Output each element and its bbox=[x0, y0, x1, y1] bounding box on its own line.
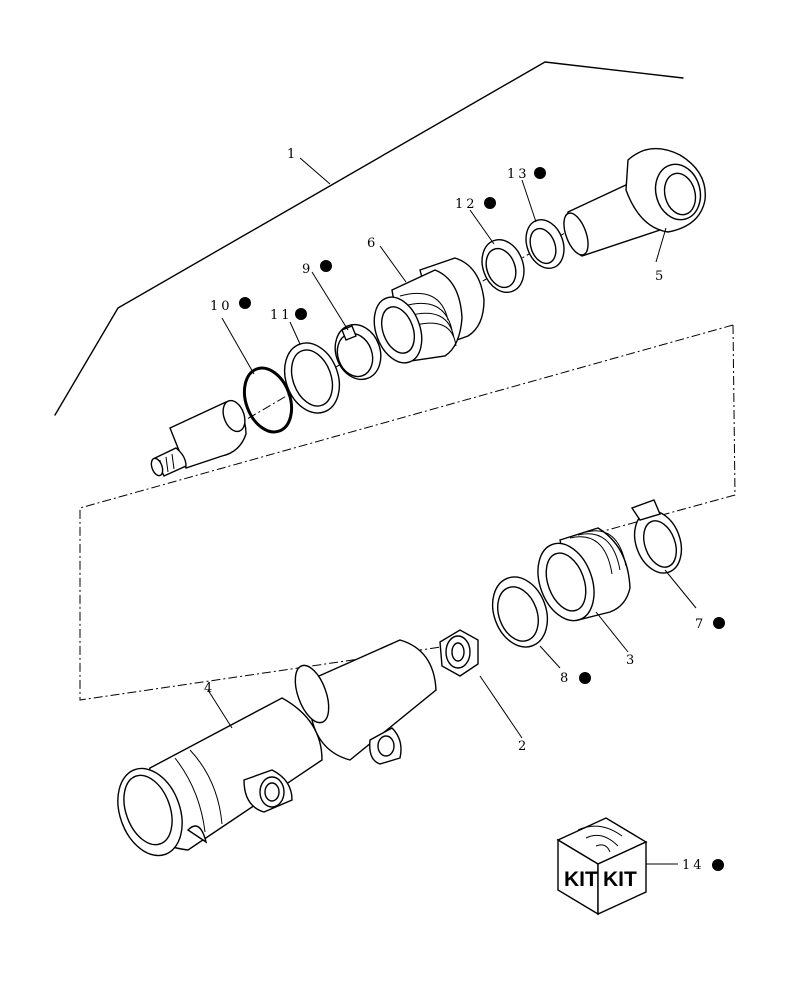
callout-8: 8 bbox=[560, 671, 571, 686]
callout-12: 12 bbox=[455, 197, 478, 212]
callout-1: 1 bbox=[287, 147, 298, 162]
assembly-bracket-line bbox=[54, 61, 684, 416]
dot-14 bbox=[712, 859, 724, 871]
assembly-path-dashed bbox=[599, 324, 736, 533]
callout-6: 6 bbox=[367, 236, 378, 251]
split-ring-part bbox=[334, 323, 382, 381]
leader-lines bbox=[207, 157, 697, 865]
kit-box-right-text: KIT bbox=[603, 868, 637, 891]
dot-9 bbox=[320, 260, 332, 272]
piston-part bbox=[537, 527, 631, 622]
dot-7 bbox=[713, 617, 725, 629]
rod-eye-part bbox=[563, 147, 706, 257]
dot-11 bbox=[295, 308, 307, 320]
callout-4: 4 bbox=[204, 681, 215, 696]
kit-box-part: KIT KIT bbox=[556, 817, 648, 916]
callout-10: 10 bbox=[210, 299, 233, 314]
dot-13 bbox=[534, 167, 546, 179]
wear-ring-part bbox=[481, 239, 525, 293]
piston-rod-part bbox=[150, 399, 247, 477]
gland-part bbox=[373, 257, 485, 364]
hex-nut-part bbox=[439, 629, 479, 677]
callout-9: 9 bbox=[302, 262, 313, 277]
dot-8 bbox=[579, 672, 591, 684]
callout-11: 11 bbox=[270, 308, 293, 323]
callout-13: 13 bbox=[507, 167, 530, 182]
piston-ring-part bbox=[491, 576, 549, 648]
o-ring-part bbox=[242, 366, 294, 434]
backup-ring-part bbox=[283, 342, 341, 414]
callout-5: 5 bbox=[655, 269, 666, 284]
cylinder-barrel-part bbox=[117, 639, 437, 857]
callout-7: 7 bbox=[695, 617, 706, 632]
dot-12 bbox=[484, 197, 496, 209]
callout-14: 14 bbox=[682, 858, 705, 873]
split-seal-part bbox=[630, 499, 683, 574]
callout-2: 2 bbox=[518, 739, 529, 754]
kit-indicator-dots bbox=[239, 167, 725, 871]
dot-10 bbox=[239, 297, 251, 309]
seal-ring-part bbox=[525, 219, 565, 269]
callout-3: 3 bbox=[626, 653, 637, 668]
kit-box-left-text: KIT bbox=[564, 868, 598, 891]
